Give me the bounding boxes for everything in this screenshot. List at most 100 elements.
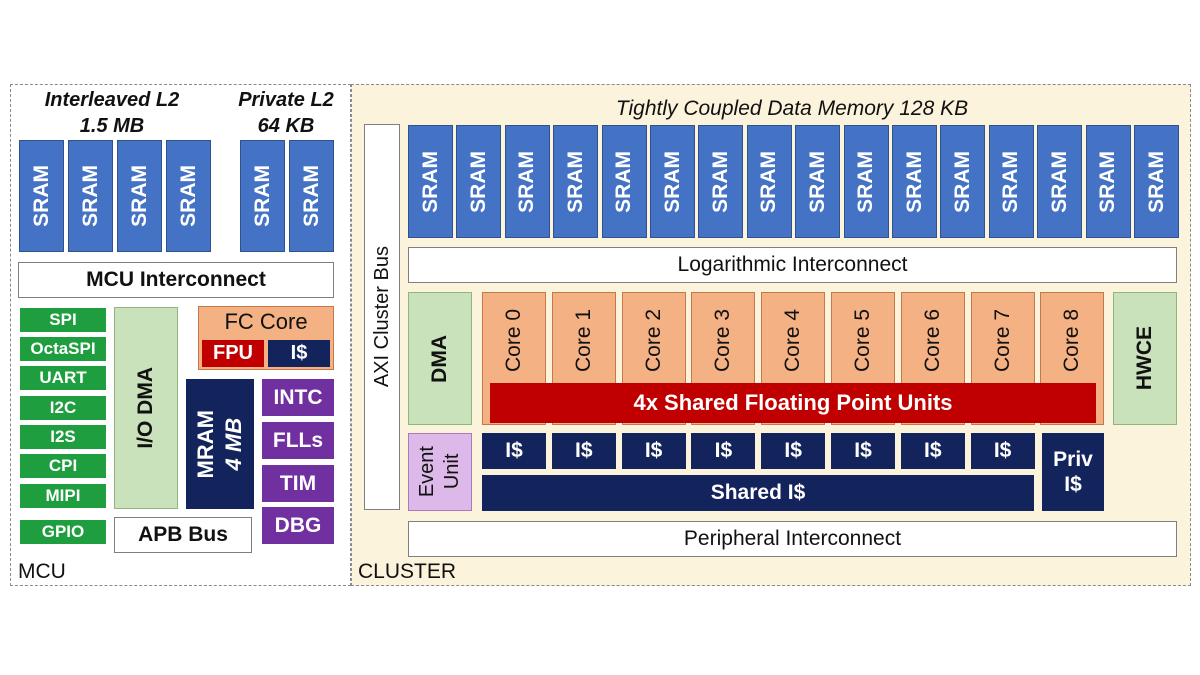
sram-label: SRAM <box>1047 150 1071 213</box>
core-icache-6: I$ <box>900 433 965 469</box>
core-label: Core 5 <box>851 308 874 372</box>
sram-label: SRAM <box>805 150 829 213</box>
cluster-sram: SRAM <box>746 125 792 238</box>
core-label: Core 0 <box>502 308 525 372</box>
mcu-sram: SRAM <box>117 140 162 252</box>
core-label: Core 4 <box>781 308 805 372</box>
peripheral-cpi: CPI <box>20 454 106 478</box>
sram-label: SRAM <box>515 150 539 213</box>
l2-interleaved-title: Interleaved L2 <box>44 88 180 111</box>
cluster-sram: SRAM <box>940 125 986 238</box>
sram-label: SRAM <box>250 165 274 227</box>
fc-icache: I$ <box>268 340 330 367</box>
peripheral-i2c: I2C <box>20 396 106 420</box>
sram-label: SRAM <box>612 150 636 213</box>
cluster-sram: SRAM <box>1134 125 1179 238</box>
sram-label: SRAM <box>78 165 102 227</box>
sram-label: SRAM <box>127 165 151 227</box>
mcu-panel-label: MCU <box>18 560 66 583</box>
cluster-sram: SRAM <box>843 125 889 238</box>
priv-icache-line2: I$ <box>1064 473 1082 496</box>
fc-core-label: FC Core <box>224 309 308 334</box>
mram-label: MRAM <box>193 409 218 479</box>
cluster-sram: SRAM <box>795 125 841 238</box>
l2-interleaved-size: 1.5 MB <box>79 114 145 137</box>
sram-label: SRAM <box>902 150 926 213</box>
mcu-sram: SRAM <box>19 140 64 252</box>
cluster-sram: SRAM <box>988 125 1034 238</box>
axi-cluster-bus: AXI Cluster Bus <box>364 124 400 510</box>
cluster-sram: SRAM <box>650 125 695 238</box>
peripheral-interconnect: Peripheral Interconnect <box>408 521 1177 557</box>
sram-label: SRAM <box>29 165 53 227</box>
cluster-panel-label: CLUSTER <box>358 560 457 583</box>
peripheral-gpio: GPIO <box>20 520 106 544</box>
cluster-sram: SRAM <box>601 125 647 238</box>
private-icache: Priv I$ <box>1042 433 1104 511</box>
cluster-sram: SRAM <box>892 125 937 238</box>
sram-label: SRAM <box>299 165 323 227</box>
core-label: Core 8 <box>1060 308 1084 372</box>
core-icache-3: I$ <box>691 433 756 469</box>
fc-fpu: FPU <box>202 340 264 367</box>
core-icache-2: I$ <box>621 433 686 469</box>
sram-label: SRAM <box>708 150 732 213</box>
peripheral-mipi: MIPI <box>20 484 106 508</box>
core-label: Core 1 <box>571 308 595 372</box>
core-icache-0: I$ <box>482 433 546 469</box>
apb-bus: APB Bus <box>114 517 252 553</box>
core-icache-1: I$ <box>551 433 616 469</box>
sram-label: SRAM <box>950 150 974 213</box>
sram-label: SRAM <box>1096 150 1120 213</box>
peripheral-octaspi: OctaSPI <box>20 337 106 361</box>
mram: MRAM 4 MB <box>186 379 254 509</box>
sram-label: SRAM <box>854 150 878 213</box>
l2-private-title: Private L2 <box>238 88 334 111</box>
cluster-sram: SRAM <box>553 125 599 238</box>
mcu-private-sram: SRAM <box>289 140 334 252</box>
core-label: Core 3 <box>711 308 735 372</box>
mcu-interconnect: MCU Interconnect <box>18 262 334 298</box>
tcdm-title: Tightly Coupled Data Memory 128 KB <box>615 97 969 120</box>
sram-label: SRAM <box>757 150 781 213</box>
core-icache-4: I$ <box>761 433 826 469</box>
mcu-sram: SRAM <box>68 140 113 252</box>
event-unit-line2: Unit <box>441 454 463 490</box>
sram-label: SRAM <box>999 150 1023 213</box>
peripheral-spi: SPI <box>20 308 106 332</box>
peripheral-uart: UART <box>20 366 106 390</box>
dbg-block: DBG <box>262 507 334 544</box>
logarithmic-interconnect: Logarithmic Interconnect <box>408 247 1177 283</box>
event-unit-line1: Event <box>416 446 438 498</box>
core-icache-7: I$ <box>970 433 1035 469</box>
hwce: HWCE <box>1113 292 1177 425</box>
l2-private-size: 64 KB <box>257 114 315 137</box>
sram-label: SRAM <box>563 150 587 213</box>
cluster-sram: SRAM <box>698 125 744 238</box>
peripheral-i2s: I2S <box>20 425 106 449</box>
shared-fpu: 4x Shared Floating Point Units <box>490 383 1096 423</box>
flls-block: FLLs <box>262 422 334 459</box>
core-icache-5: I$ <box>831 433 895 469</box>
sram-label: SRAM <box>418 150 442 213</box>
cluster-sram: SRAM <box>408 125 453 238</box>
cluster-sram: SRAM <box>1037 125 1083 238</box>
sram-label: SRAM <box>660 150 684 213</box>
shared-icache: Shared I$ <box>482 475 1034 511</box>
intc-block: INTC <box>262 379 334 416</box>
priv-icache-line1: Priv <box>1053 447 1093 471</box>
io-dma: I/O DMA <box>114 307 178 509</box>
cluster-sram: SRAM <box>504 125 550 238</box>
sram-label: SRAM <box>1144 150 1168 213</box>
cluster-sram: SRAM <box>1085 125 1131 238</box>
core-label: Core 6 <box>920 308 944 372</box>
mcu-private-sram: SRAM <box>240 140 285 252</box>
sram-label: SRAM <box>466 150 490 213</box>
cluster-sram: SRAM <box>456 125 502 238</box>
tim-block: TIM <box>262 465 334 502</box>
event-unit: Event Unit <box>408 433 472 511</box>
cluster-dma: DMA <box>408 292 472 425</box>
sram-label: SRAM <box>176 165 200 227</box>
core-label: Core 2 <box>641 308 665 372</box>
core-label: Core 7 <box>990 308 1014 372</box>
